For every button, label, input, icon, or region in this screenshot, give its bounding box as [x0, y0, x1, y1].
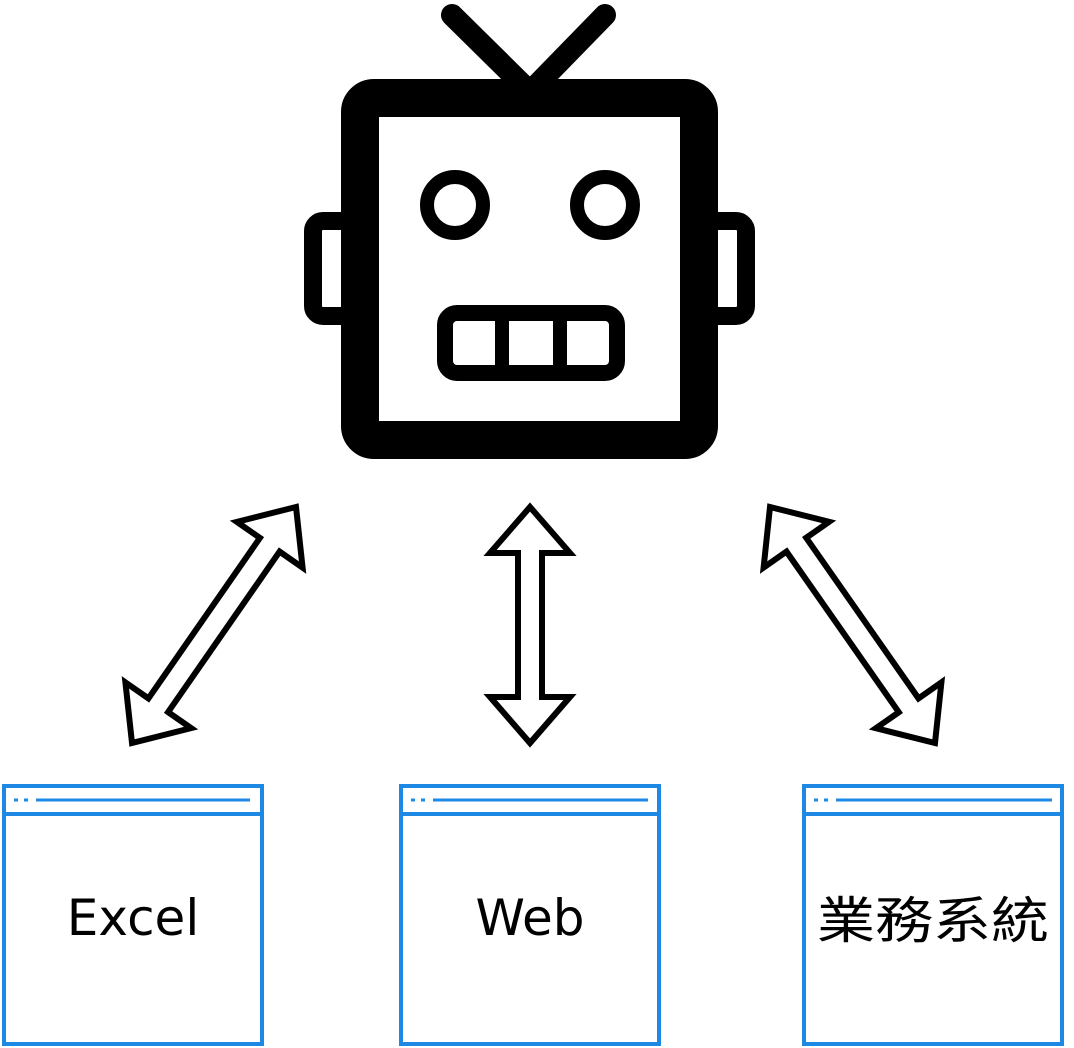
connection-arrows: [121, 502, 946, 748]
window-frame: [399, 784, 661, 1046]
window-web: Web: [399, 784, 661, 1046]
window-label-system: 業務系統: [817, 892, 1049, 950]
window-label-excel: Excel: [67, 889, 199, 947]
robot-mouth: [437, 305, 625, 381]
window-frame: [2, 784, 264, 1046]
robot-eye-left: [420, 170, 490, 240]
robot-head: [341, 79, 718, 459]
robot-icon: [304, 4, 755, 459]
arrow-robot-web-icon: [483, 502, 577, 748]
arrow-robot-system-icon: [759, 503, 946, 747]
window-frame: [802, 784, 1064, 1046]
window-excel: Excel: [2, 784, 264, 1046]
robot-eye-right: [570, 170, 640, 240]
window-system: 業務系統: [802, 784, 1064, 1046]
arrow-robot-excel-icon: [121, 503, 307, 747]
window-label-web: Web: [475, 889, 584, 947]
